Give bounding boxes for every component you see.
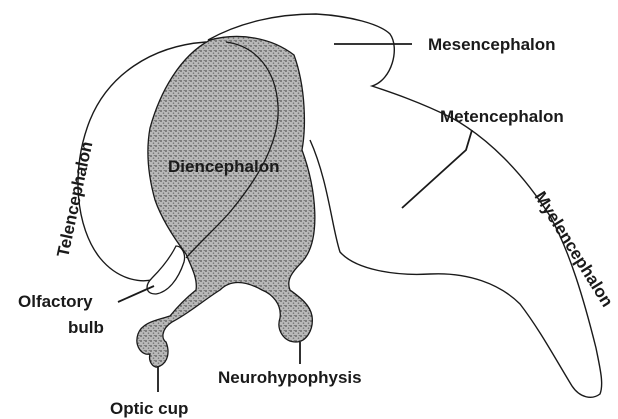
label-neurohypophysis: Neurohypophysis	[218, 368, 362, 387]
label-olfactory-line2: bulb	[68, 318, 104, 337]
label-diencephalon: Diencephalon	[168, 157, 279, 176]
diencephalon-region	[137, 36, 315, 367]
metencephalon-leader	[402, 130, 472, 208]
label-mesencephalon: Mesencephalon	[428, 35, 556, 54]
label-optic-cup: Optic cup	[110, 399, 188, 418]
label-olfactory-line1: Olfactory	[18, 292, 93, 311]
label-myelencephalon: Myelencephalon	[531, 188, 617, 310]
label-metencephalon: Metencephalon	[440, 107, 564, 126]
olfactory-bulb-leader	[118, 286, 154, 302]
